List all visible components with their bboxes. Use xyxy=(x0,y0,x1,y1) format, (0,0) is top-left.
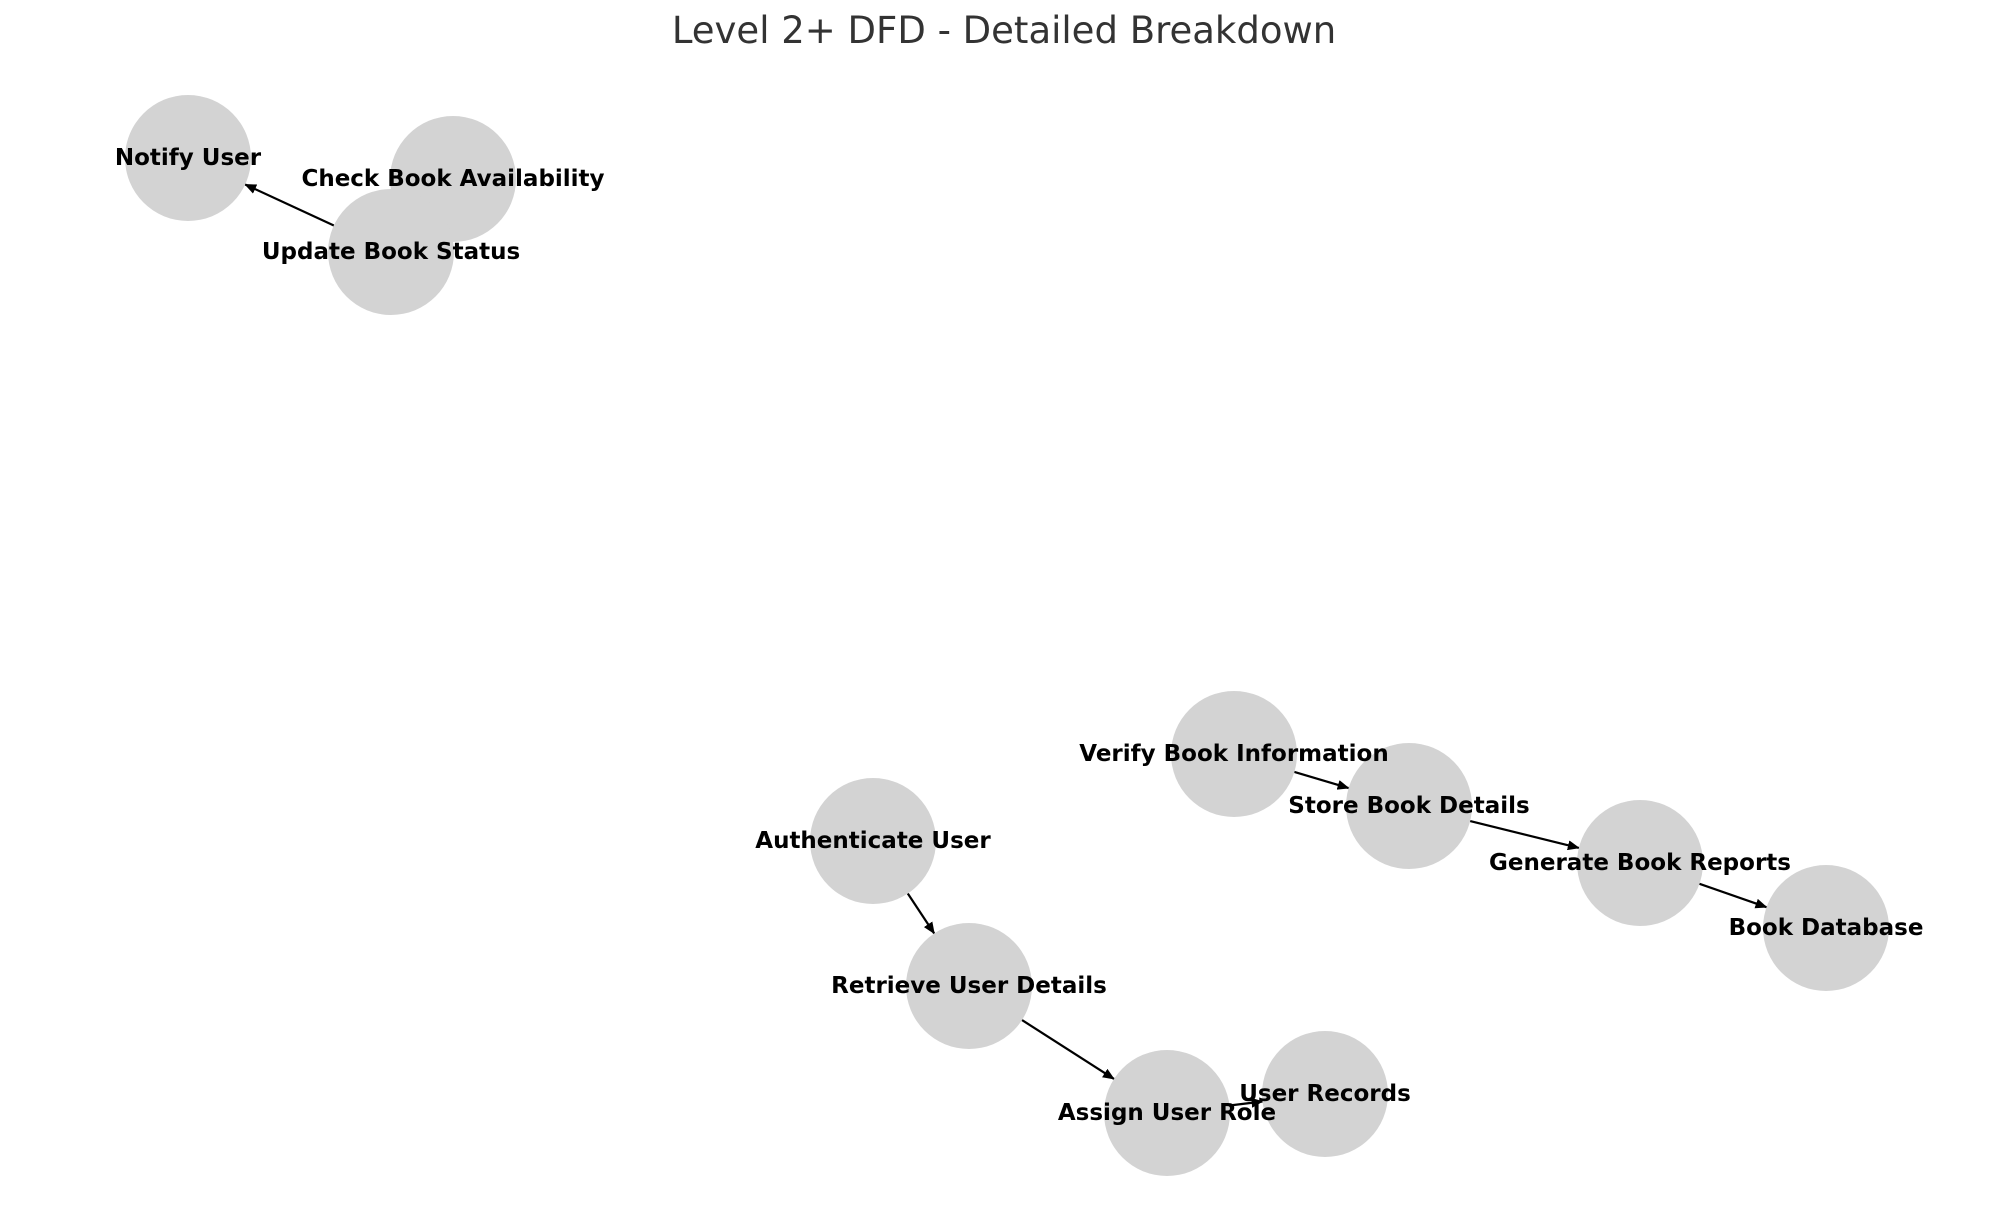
node-store-book-details xyxy=(1346,743,1472,869)
diagram-title: Level 2+ DFD - Detailed Breakdown xyxy=(672,9,1336,52)
node-authenticate-user xyxy=(810,778,936,904)
node-book-database xyxy=(1763,865,1889,991)
node-label-user-records: User Records xyxy=(1239,1081,1411,1107)
node-label-generate-book-reports: Generate Book Reports xyxy=(1489,850,1791,876)
node-verify-book-information xyxy=(1171,691,1297,817)
node-label-retrieve-user-details: Retrieve User Details xyxy=(831,973,1107,999)
edge-update-book-status-to-notify-user xyxy=(244,183,335,227)
node-layer xyxy=(125,95,1889,1176)
node-assign-user-role xyxy=(1104,1050,1230,1176)
node-user-records xyxy=(1262,1031,1388,1157)
edge-assign-user-role-to-user-records xyxy=(1229,1097,1264,1108)
edge-authenticate-user-to-retrieve-user-details xyxy=(906,892,936,935)
node-notify-user xyxy=(125,95,251,221)
node-label-notify-user: Notify User xyxy=(115,145,262,171)
node-label-assign-user-role: Assign User Role xyxy=(1058,1100,1276,1126)
edge-generate-book-reports-to-book-database xyxy=(1699,882,1768,909)
node-label-update-book-status: Update Book Status xyxy=(262,239,520,265)
edge-store-book-details-to-generate-book-reports xyxy=(1469,820,1580,851)
node-generate-book-reports xyxy=(1577,800,1703,926)
node-label-store-book-details: Store Book Details xyxy=(1288,793,1529,819)
node-label-book-database: Book Database xyxy=(1729,915,1924,941)
node-label-check-book-availability: Check Book Availability xyxy=(301,166,604,192)
edge-retrieve-user-details-to-assign-user-role xyxy=(1021,1019,1115,1080)
node-label-authenticate-user: Authenticate User xyxy=(755,828,991,854)
edge-verify-book-information-to-store-book-details xyxy=(1294,770,1350,790)
edge-layer xyxy=(244,183,1768,1108)
node-update-book-status xyxy=(328,189,454,315)
node-label-verify-book-information: Verify Book Information xyxy=(1079,741,1388,767)
node-retrieve-user-details xyxy=(906,923,1032,1049)
